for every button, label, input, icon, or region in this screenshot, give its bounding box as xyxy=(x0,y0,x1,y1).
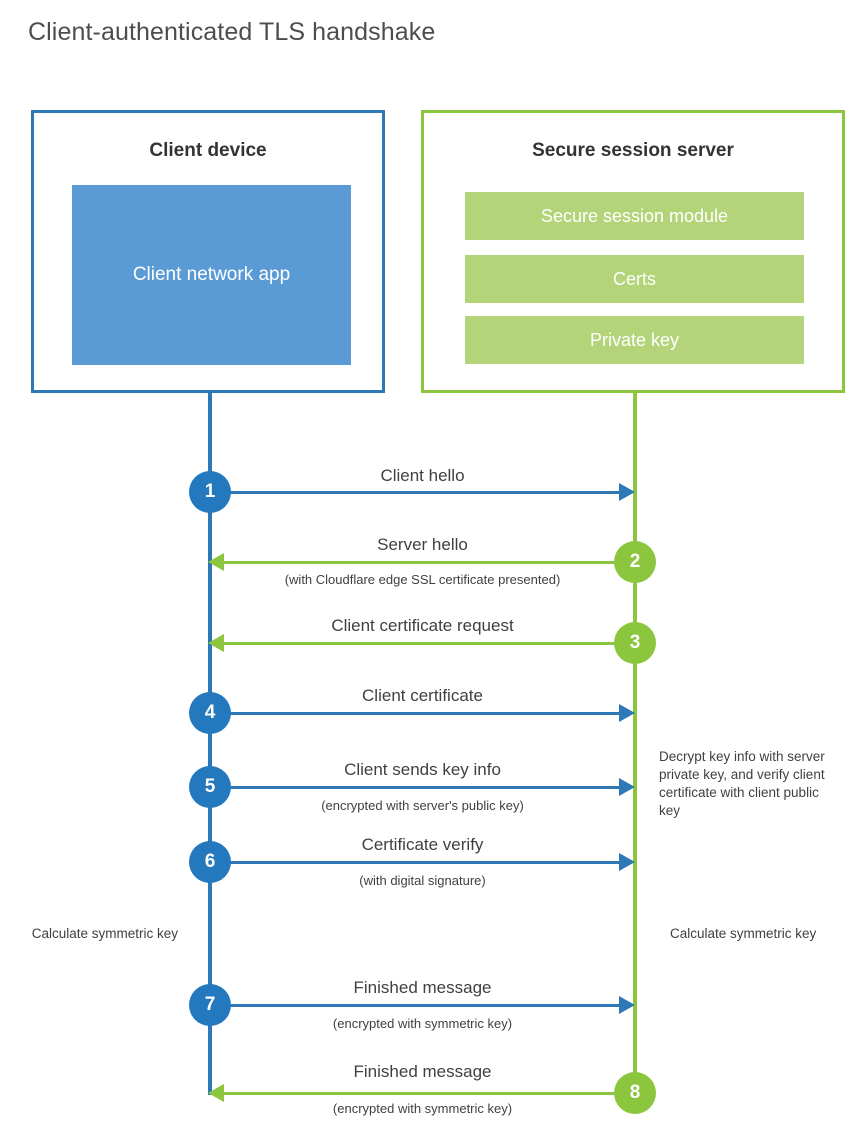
step-marker-2[interactable]: 2 xyxy=(614,541,656,583)
client-device-title: Client device xyxy=(149,140,267,161)
message-line-2 xyxy=(224,561,635,564)
arrowhead-left-icon xyxy=(208,634,224,652)
message-label-3: Client certificate request xyxy=(331,616,514,635)
server-decrypt-note: Decrypt key info with server private key… xyxy=(659,749,825,818)
client-network-app-block: Client network app xyxy=(72,185,351,365)
server-lifeline xyxy=(633,393,637,1095)
secure-session-server-box: Secure session server Secure session mod… xyxy=(421,110,845,393)
arrowhead-right-icon xyxy=(619,996,635,1014)
message-line-8 xyxy=(224,1092,635,1095)
step-marker-1[interactable]: 1 xyxy=(189,471,231,513)
step-marker-5[interactable]: 5 xyxy=(189,766,231,808)
message-line-3 xyxy=(224,642,635,645)
client-calculate-symmetric-key-note: Calculate symmetric key xyxy=(31,926,178,941)
secure-session-server-title: Secure session server xyxy=(532,140,734,161)
server-bar-certs: Certs xyxy=(465,255,804,303)
step-marker-4[interactable]: 4 xyxy=(189,692,231,734)
message-line-7 xyxy=(210,1004,619,1007)
message-line-5 xyxy=(210,786,619,789)
message-line-4 xyxy=(210,712,619,715)
server-bar-secure-session-module: Secure session module xyxy=(465,192,804,240)
message-sublabel-8: (encrypted with symmetric key) xyxy=(332,1101,513,1116)
step-marker-6[interactable]: 6 xyxy=(189,841,231,883)
message-sublabel-7: (encrypted with symmetric key) xyxy=(332,1016,513,1031)
arrowhead-left-icon xyxy=(208,1084,224,1102)
server-calculate-symmetric-key-note: Calculate symmetric key xyxy=(670,926,817,941)
client-lifeline xyxy=(208,393,212,1095)
message-label-2: Server hello xyxy=(377,535,468,554)
message-sublabel-2: (with Cloudflare edge SSL certificate pr… xyxy=(284,572,561,587)
message-label-7: Finished message xyxy=(353,978,492,997)
message-label-4: Client certificate xyxy=(362,686,483,705)
arrowhead-left-icon xyxy=(208,553,224,571)
step-marker-3[interactable]: 3 xyxy=(614,622,656,664)
page-title: Client-authenticated TLS handshake xyxy=(28,18,436,46)
client-device-box: Client device Client network app xyxy=(31,110,385,393)
step-marker-7[interactable]: 7 xyxy=(189,984,231,1026)
arrowhead-right-icon xyxy=(619,483,635,501)
message-sublabel-5: (encrypted with server's public key) xyxy=(321,798,524,813)
server-bar-private-key: Private key xyxy=(465,316,804,364)
arrowhead-right-icon xyxy=(619,778,635,796)
message-sublabel-6: (with digital signature) xyxy=(359,873,486,888)
message-line-6 xyxy=(210,861,619,864)
message-label-6: Certificate verify xyxy=(361,835,484,854)
message-label-5: Client sends key info xyxy=(344,760,501,779)
arrowhead-right-icon xyxy=(619,853,635,871)
arrowhead-right-icon xyxy=(619,704,635,722)
message-label-1: Client hello xyxy=(380,466,465,485)
message-label-8: Finished message xyxy=(353,1062,492,1081)
message-line-1 xyxy=(210,491,619,494)
step-marker-8[interactable]: 8 xyxy=(614,1072,656,1114)
